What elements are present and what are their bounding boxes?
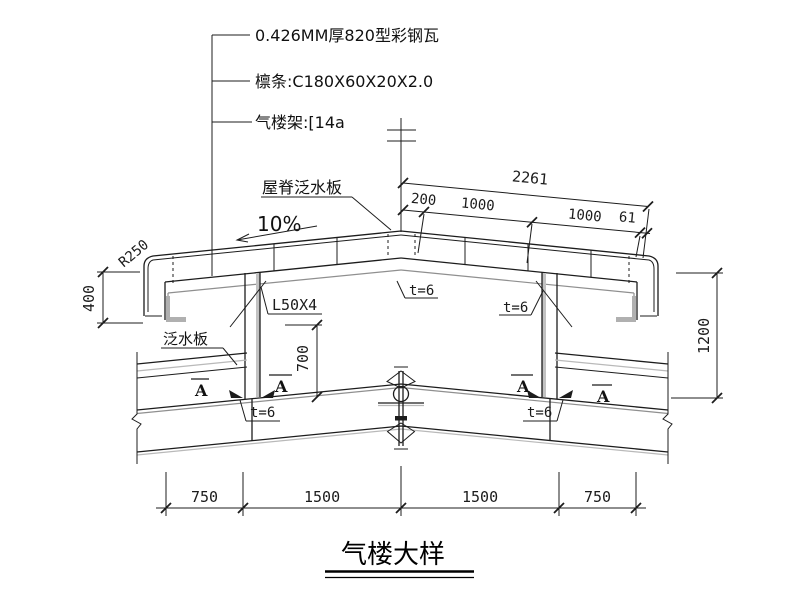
slope-annotation: 10% (235, 212, 318, 243)
left-break-edge (131, 352, 142, 464)
slope-label: 10% (257, 212, 301, 236)
dim-leg-height: 700 (294, 345, 312, 372)
dim-monitor-height: 1200 (695, 318, 713, 354)
dim-bottom-1500-right: 1500 (462, 488, 498, 506)
svg-text:t=6: t=6 (409, 283, 434, 299)
dim-eave-height: 400 (80, 285, 98, 312)
centerline (387, 118, 416, 232)
section-mark-right-outer: A (596, 387, 610, 406)
rod-bolt-circle (392, 385, 410, 403)
dim-seg-200: 200 (410, 191, 437, 209)
plate-thickness-top-center: t=6 (396, 280, 438, 299)
section-mark-right-inner: A (516, 377, 530, 396)
plate-thickness-bottom-right: t=6 (523, 399, 564, 422)
dim-1200: 1200 (671, 267, 723, 404)
dim-seg-1000b: 1000 (567, 206, 602, 225)
flashing-label: 泛水板 (163, 330, 208, 348)
plate-thickness-top-right: t=6 (499, 290, 544, 316)
section-mark-left-inner: A (274, 377, 288, 396)
section-mark-left-outer: A (194, 381, 208, 400)
left-leg (229, 272, 267, 399)
callout-roof-sheet: 0.426MM厚820型彩钢瓦 (255, 26, 439, 45)
angle-brace-label: L50X4 (272, 296, 317, 314)
dim-seg-61: 61 (618, 209, 636, 227)
svg-text:t=6: t=6 (503, 300, 528, 316)
svg-text:t=6: t=6 (250, 405, 275, 421)
callout-purlin: 檩条:C180X60X20X2.0 (255, 72, 433, 91)
dim-seg-1000a: 1000 (460, 195, 495, 214)
angle-brace-callout: L50X4 (260, 286, 322, 315)
flashing-callout: 泛水板 (161, 330, 238, 366)
dim-400: 400 (80, 266, 143, 329)
right-break-edge (662, 352, 673, 464)
monitor-roof (143, 230, 659, 322)
center-tie-rod (378, 366, 424, 450)
drawing-title-block: 气楼大样 (325, 540, 474, 579)
right-leg (535, 272, 573, 399)
svg-text:t=6: t=6 (527, 405, 552, 421)
rod-nut (395, 416, 407, 421)
right-eave-closure (632, 296, 636, 322)
main-roof (131, 352, 673, 464)
dim-bottom-750-left: 750 (191, 488, 218, 506)
callout-monitor-frame: 气楼架:[14a (255, 113, 345, 132)
ridge-flashing-label: 屋脊泛水板 (262, 178, 342, 197)
dim-top-incline: 2261 200 1000 1000 61 (397, 167, 654, 264)
left-eave-closure (166, 296, 170, 322)
dim-bottom-chain: 750 1500 1500 750 (156, 466, 646, 516)
section-marks: A A A A (191, 374, 612, 406)
callout-leaders (211, 34, 252, 276)
drawing-title: 气楼大样 (341, 540, 445, 570)
dim-bottom-750-right: 750 (584, 488, 611, 506)
radius-label: R250 (116, 237, 152, 271)
dim-700: 700 (285, 319, 323, 403)
dim-bottom-1500-left: 1500 (304, 488, 340, 506)
ridge-flashing-callout: 屋脊泛水板 (261, 178, 392, 231)
plate-thickness-bottom-left: t=6 (239, 399, 280, 422)
dim-total: 2261 (511, 167, 549, 188)
